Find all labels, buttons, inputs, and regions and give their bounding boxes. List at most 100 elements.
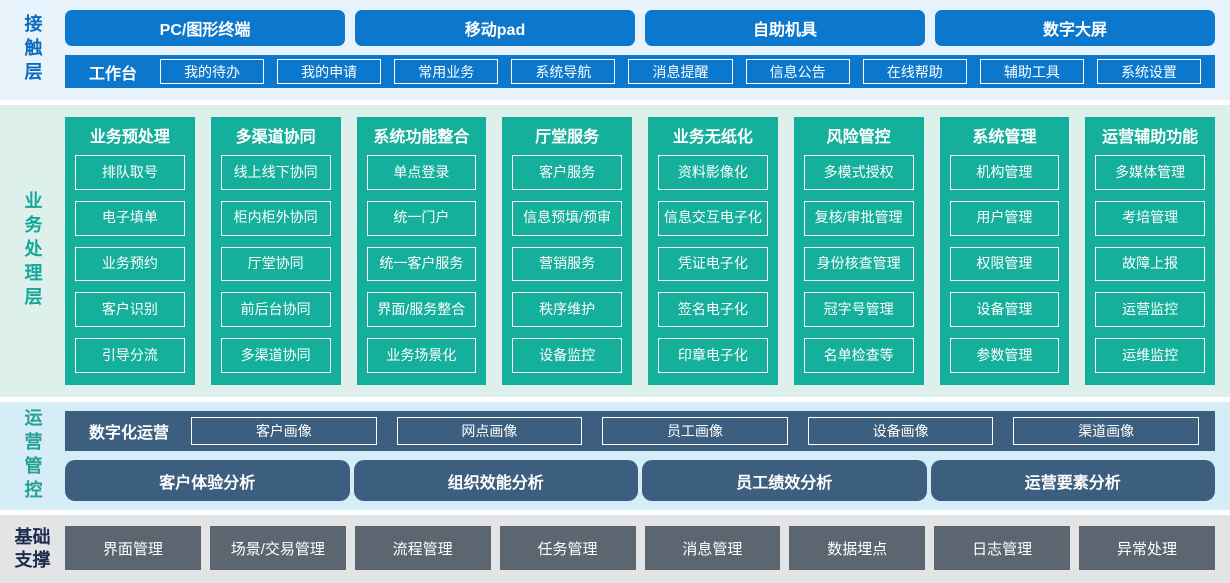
- terminal-digital-screen: 数字大屏: [935, 10, 1215, 46]
- terminal-pc-graphics: PC/图形终端: [65, 10, 345, 46]
- business-item: 机构管理: [949, 155, 1060, 190]
- profile-item: 设备画像: [807, 417, 994, 445]
- foundation-item: 界面管理: [65, 526, 201, 570]
- column-title: 风险管控: [826, 129, 891, 146]
- foundation-layer: 基础支撑 界面管理 场景/交易管理 流程管理 任务管理 消息管理 数据埋点 日志…: [0, 515, 1230, 583]
- business-item: 凭证电子化: [658, 246, 768, 282]
- operation-layer-body: 数字化运营 客户画像 网点画像 员工画像 设备画像 渠道画像 客户体验分析 组织…: [65, 402, 1230, 510]
- workbench-item: 我的待办: [160, 59, 265, 84]
- foundation-item: 数据埋点: [789, 526, 926, 570]
- business-item: 信息交互电子化: [658, 200, 768, 236]
- business-item: 签名电子化: [658, 292, 768, 328]
- workbench-item: 在线帮助: [862, 59, 967, 84]
- operation-layer-label-col: 运营管控: [0, 402, 65, 510]
- business-item: 前后台协同: [220, 292, 331, 328]
- foundation-item: 流程管理: [354, 526, 491, 570]
- contact-layer: 接触层 PC/图形终端 移动pad 自助机具 数字大屏 工作台 我的待办 我的申…: [0, 0, 1230, 100]
- contact-layer-label-col: 接触层: [0, 0, 65, 100]
- business-item: 参数管理: [949, 338, 1060, 373]
- business-item: 设备监控: [512, 338, 622, 373]
- foundation-item: 消息管理: [644, 526, 781, 570]
- workbench-item: 系统导航: [511, 59, 616, 84]
- business-item: 冠字号管理: [803, 292, 914, 328]
- profile-item: 网点画像: [396, 417, 583, 445]
- business-item: 电子填单: [75, 200, 185, 236]
- digital-operation-bar: 数字化运营 客户画像 网点画像 员工画像 设备画像 渠道画像: [65, 411, 1215, 451]
- column-hall-service: 厅堂服务 客户服务 信息预填/预审 营销服务 秩序维护 设备监控: [502, 117, 632, 385]
- column-risk-control: 风险管控 多模式授权 复核/审批管理 身份核查管理 冠字号管理 名单检查等: [793, 117, 924, 385]
- business-layer-body: 业务预处理 排队取号 电子填单 业务预约 客户识别 引导分流 多渠道协同 线上线…: [65, 105, 1230, 397]
- foundation-layer-body: 界面管理 场景/交易管理 流程管理 任务管理 消息管理 数据埋点 日志管理 异常…: [65, 515, 1230, 583]
- business-item: 运维监控: [1095, 338, 1205, 373]
- business-item: 运营监控: [1095, 292, 1205, 328]
- analysis-item: 员工绩效分析: [642, 460, 927, 501]
- business-item: 复核/审批管理: [803, 200, 914, 236]
- business-item: 线上线下协同: [220, 155, 331, 190]
- profile-item: 渠道画像: [1013, 417, 1199, 445]
- foundation-item: 场景/交易管理: [209, 526, 346, 570]
- business-item: 柜内柜外协同: [220, 200, 331, 236]
- analysis-row: 客户体验分析 组织效能分析 员工绩效分析 运营要素分析: [65, 460, 1215, 501]
- foundation-row: 界面管理 场景/交易管理 流程管理 任务管理 消息管理 数据埋点 日志管理 异常…: [65, 526, 1215, 570]
- business-item: 排队取号: [75, 155, 185, 190]
- column-title: 业务预处理: [89, 129, 170, 146]
- column-system-management: 系统管理 机构管理 用户管理 权限管理 设备管理 参数管理: [939, 117, 1070, 385]
- analysis-item: 运营要素分析: [930, 460, 1215, 501]
- business-item: 营销服务: [512, 246, 622, 282]
- business-item: 名单检查等: [803, 338, 914, 373]
- business-item: 秩序维护: [512, 292, 622, 328]
- analysis-item: 组织效能分析: [353, 460, 638, 501]
- foundation-layer-label-col: 基础支撑: [0, 515, 65, 583]
- column-operation-aux: 运营辅助功能 多媒体管理 考培管理 故障上报 运营监控 运维监控: [1085, 117, 1215, 385]
- business-item: 厅堂协同: [220, 246, 331, 282]
- business-item: 统一门户: [366, 200, 477, 236]
- foundation-item: 日志管理: [934, 526, 1071, 570]
- foundation-item: 任务管理: [499, 526, 636, 570]
- workbench-item: 我的申请: [277, 59, 382, 84]
- terminal-self-service: 自助机具: [645, 10, 925, 46]
- business-item: 信息预填/预审: [512, 200, 622, 236]
- business-item: 资料影像化: [658, 155, 768, 190]
- column-title: 业务无纸化: [672, 129, 753, 146]
- business-layer: 业务处理层 业务预处理 排队取号 电子填单 业务预约 客户识别 引导分流 多渠道…: [0, 105, 1230, 397]
- operation-layer-label: 运营管控: [22, 408, 43, 504]
- business-item: 引导分流: [75, 338, 185, 373]
- operation-layer: 运营管控 数字化运营 客户画像 网点画像 员工画像 设备画像 渠道画像 客户体验…: [0, 402, 1230, 510]
- profile-item: 员工画像: [602, 417, 788, 445]
- contact-layer-label: 接触层: [22, 14, 43, 86]
- business-layer-label: 业务处理层: [22, 191, 43, 311]
- terminal-mobile-pad: 移动pad: [355, 10, 635, 46]
- foundation-item: 异常处理: [1079, 526, 1215, 570]
- workbench-bar: 工作台 我的待办 我的申请 常用业务 系统导航 消息提醒 信息公告 在线帮助 辅…: [65, 55, 1215, 88]
- contact-layer-body: PC/图形终端 移动pad 自助机具 数字大屏 工作台 我的待办 我的申请 常用…: [65, 0, 1230, 100]
- business-item: 多模式授权: [803, 155, 914, 190]
- foundation-layer-label: 基础支撑: [14, 526, 51, 570]
- business-item: 用户管理: [949, 200, 1060, 236]
- business-item: 业务预约: [75, 246, 185, 282]
- business-item: 客户识别: [75, 292, 185, 328]
- business-item: 设备管理: [949, 292, 1060, 328]
- digital-operation-label: 数字化运营: [89, 425, 170, 442]
- column-title: 运营辅助功能: [1102, 129, 1199, 146]
- workbench-item: 消息提醒: [628, 59, 733, 84]
- profile-item: 客户画像: [191, 417, 377, 445]
- column-title: 系统管理: [972, 129, 1037, 146]
- workbench-item: 信息公告: [745, 59, 850, 84]
- workbench-item: 常用业务: [394, 59, 499, 84]
- column-multichannel-collab: 多渠道协同 线上线下协同 柜内柜外协同 厅堂协同 前后台协同 多渠道协同: [210, 117, 341, 385]
- workbench-item: 辅助工具: [979, 59, 1084, 84]
- column-title: 多渠道协同: [235, 129, 316, 146]
- workbench-item: 系统设置: [1096, 59, 1201, 84]
- column-system-integration: 系统功能整合 单点登录 统一门户 统一客户服务 界面/服务整合 业务场景化: [356, 117, 487, 385]
- business-item: 单点登录: [366, 155, 477, 190]
- business-item: 界面/服务整合: [366, 292, 477, 328]
- business-item: 多媒体管理: [1095, 155, 1205, 190]
- business-item: 多渠道协同: [220, 338, 331, 373]
- business-layer-label-col: 业务处理层: [0, 105, 65, 397]
- business-item: 身份核查管理: [803, 246, 914, 282]
- business-item: 权限管理: [949, 246, 1060, 282]
- business-item: 客户服务: [512, 155, 622, 190]
- analysis-item: 客户体验分析: [65, 460, 350, 501]
- terminal-row: PC/图形终端 移动pad 自助机具 数字大屏: [65, 10, 1215, 46]
